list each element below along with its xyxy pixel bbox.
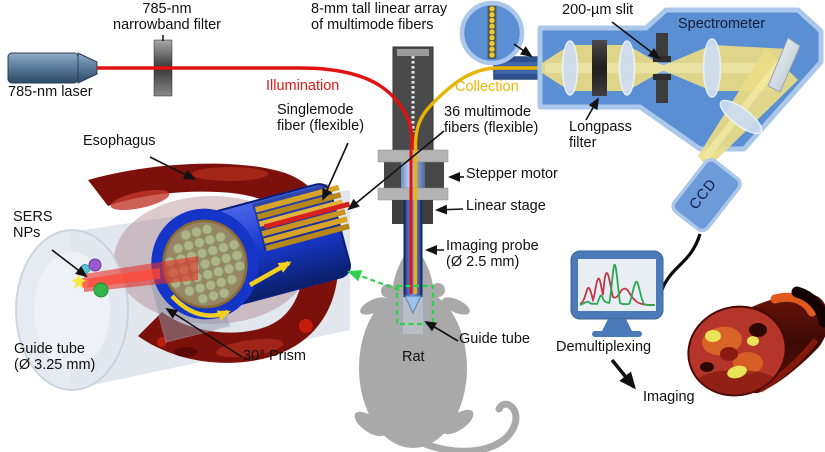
probe-cutaway [151, 183, 351, 320]
sers-signal-star [71, 274, 86, 289]
monitor-base [592, 331, 642, 337]
label-fiber-array: 8-mm tall linear array of multimode fibe… [311, 1, 448, 33]
label-imaging-probe: Imaging probe (Ø 2.5 mm) [446, 238, 539, 270]
imaging-face-heatmap [697, 323, 777, 394]
fiber-array-inset [459, 0, 525, 66]
laser [7, 52, 98, 84]
singlemode-fiber-red [263, 201, 351, 230]
label-demultiplexing: Demultiplexing [556, 339, 652, 355]
magnify-callout-arrow [347, 270, 400, 292]
label-stepper-motor: Stepper motor [466, 166, 558, 182]
label-singlemode-fiber: Singlemode fiber (flexible) [277, 102, 365, 134]
prism-tip [404, 295, 422, 315]
label-prism: 30° Prism [243, 348, 307, 364]
label-illumination: Illumination [266, 78, 340, 94]
label-guide-tube-large: Guide tube (Ø 3.25 mm) [14, 341, 96, 373]
linear-stage-arrow [435, 204, 464, 215]
label-slit: 200-µm slit [562, 2, 634, 18]
label-narrowband-filter: 785-nm narrowband filter [113, 1, 221, 33]
monitor [570, 250, 664, 337]
label-spectrometer: Spectrometer [678, 16, 766, 32]
esophagus-wall [88, 163, 339, 363]
monitor-stand [602, 319, 632, 331]
rat-tail [421, 400, 520, 452]
label-collection: Collection [455, 79, 519, 95]
label-laser: 785-nm laser [8, 84, 93, 100]
longpass-arrow [585, 97, 599, 121]
magnify-callout-rect [395, 284, 435, 326]
ferrule-edge-bottom [494, 74, 545, 79]
rotation-arrow [170, 294, 231, 321]
ferrule-edge-top [494, 57, 545, 62]
spectrum-red-line [579, 272, 655, 306]
label-sers-nps: SERS NPs [13, 209, 53, 241]
inset-arrow [513, 43, 533, 58]
label-longpass-filter: Longpass filter [569, 119, 632, 151]
imaging-result-cylinder [687, 286, 825, 397]
longpass-filter [592, 40, 607, 96]
esophagus-arrow [149, 156, 196, 180]
collection-fiber [413, 66, 542, 150]
lens [561, 38, 763, 135]
endoscope-cutaway-scene [15, 163, 351, 391]
label-multimode-fibers: 36 multimode fibers (flexible) [444, 104, 539, 136]
spectrum-green-line [579, 263, 656, 307]
multimode-arrow [347, 130, 445, 211]
demultiplexing-to-imaging-arrow [610, 358, 636, 390]
prism-arrow [165, 307, 243, 358]
label-imaging: Imaging [643, 389, 695, 405]
multimode-fiber-bundle [254, 184, 351, 252]
esophagus-tissue-highlights [110, 167, 330, 358]
ccd-box [671, 158, 742, 233]
fiber-face-glass [164, 222, 246, 306]
illumination-fiber [97, 66, 414, 150]
inset-fiber-dots [488, 5, 496, 59]
rat-guide-tube-arrow [424, 320, 459, 342]
beam-core [545, 63, 783, 73]
label-rat: Rat [402, 349, 425, 365]
slit-arrow [611, 21, 661, 60]
camera-cable [659, 233, 702, 295]
imaging-tube-black-band [791, 286, 825, 328]
label-guide-tube-rat: Guide tube [459, 331, 530, 347]
callout-arrows [51, 21, 661, 390]
singlemode-arrow [322, 142, 349, 201]
mirror [767, 37, 801, 93]
spectrometer-body [537, 7, 824, 233]
imaging-probe-tube [403, 200, 423, 297]
fiber-face-cores [164, 223, 246, 305]
sers-nps-arrow [51, 249, 88, 278]
label-esophagus: Esophagus [83, 133, 156, 149]
imaging-tube-orange-band [770, 292, 817, 317]
label-linear-stage: Linear stage [466, 198, 546, 214]
translation-arrow [248, 261, 292, 287]
